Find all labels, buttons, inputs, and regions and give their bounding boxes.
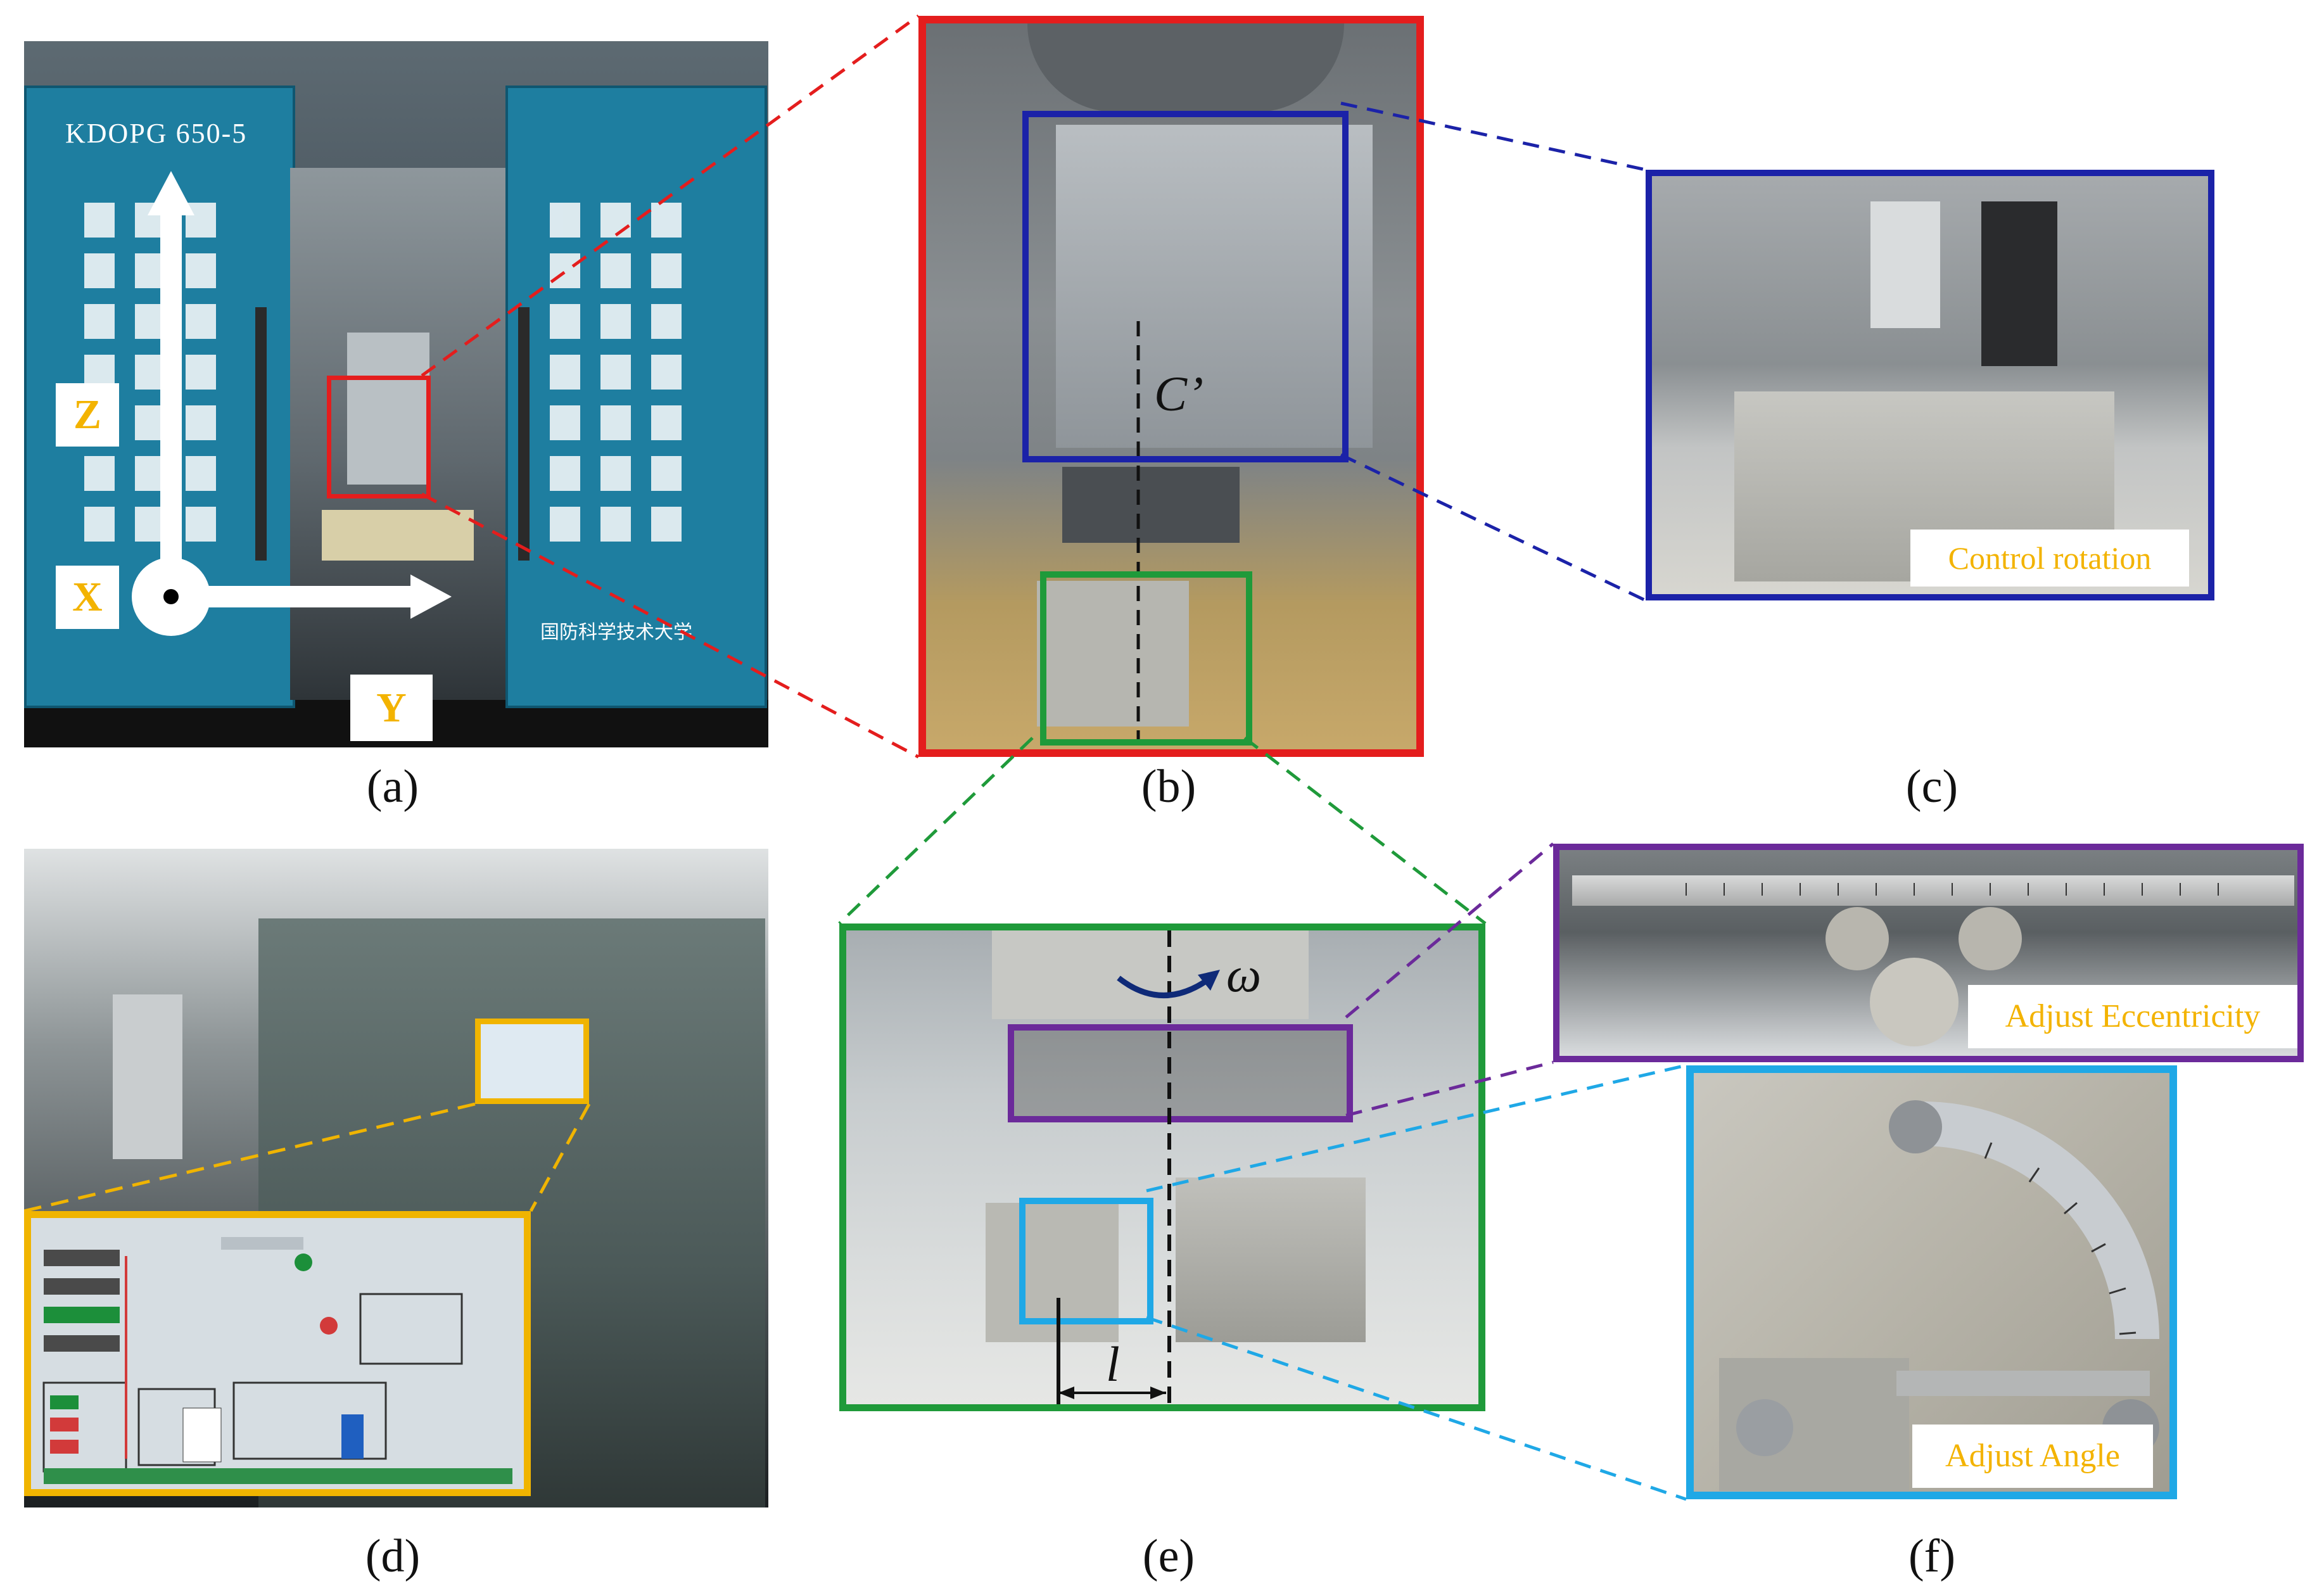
- omega-symbol: ω: [1226, 947, 1262, 1002]
- z-axis-arrowhead: [148, 171, 194, 215]
- caption-b: (b): [1141, 761, 1197, 813]
- adjust-angle-label: Adjust Angle: [1912, 1425, 2153, 1488]
- panel-f-angle-photo: Adjust Angle: [1686, 1065, 2177, 1499]
- bracket-cylinder: [1870, 201, 1940, 328]
- hmi-schematic: [31, 1218, 524, 1489]
- red-zoom-box: [327, 376, 431, 498]
- ac-unit: [113, 994, 182, 1159]
- touch-screen-box: [475, 1019, 589, 1104]
- green-zoom-box: [1040, 571, 1252, 746]
- e-annotations: [1057, 930, 1220, 1404]
- x-axis-label: X: [56, 566, 119, 629]
- machine-model-label: KDOPG 650-5: [65, 118, 248, 149]
- machine-spindle: [347, 333, 429, 485]
- panel-d-photo: [24, 849, 768, 1507]
- adjust-eccentricity-label: Adjust Eccentricity: [1968, 985, 2297, 1048]
- z-axis-shaft: [160, 200, 182, 605]
- cover-plate: [1056, 125, 1373, 448]
- control-rotation-label: Control rotation: [1910, 530, 2189, 587]
- rotary-base: [1062, 467, 1240, 543]
- scale-rail: [1572, 875, 2294, 906]
- caption-a: (a): [366, 761, 419, 813]
- y-axis-label: Y: [350, 675, 433, 741]
- y-axis-shaft: [171, 586, 424, 607]
- y-axis-arrowhead: [410, 574, 452, 619]
- protractor: [1736, 1100, 2159, 1456]
- caption-d: (d): [365, 1530, 421, 1582]
- scale-ticks: [1686, 883, 2219, 1046]
- panel-c-photo: Control rotation: [1646, 170, 2214, 600]
- caption-f: (f): [1908, 1530, 1955, 1582]
- screen-inset: [24, 1211, 531, 1496]
- motor-block: [1981, 201, 2057, 366]
- holder-block: [1176, 1177, 1366, 1342]
- spindle-housing: [1027, 23, 1344, 112]
- b-centerline: [1136, 321, 1140, 749]
- panel-b-photo: C’: [918, 16, 1424, 757]
- screen-zoom-lines: [24, 1102, 591, 1213]
- spindle-top: [992, 930, 1309, 1019]
- c-prime-axis-label: C’: [1154, 366, 1203, 421]
- caption-e: (e): [1142, 1530, 1195, 1582]
- panel-e-photo: ω l: [839, 923, 1485, 1411]
- x-axis-dot: [163, 589, 179, 604]
- cyan-zoom-box: [1019, 1198, 1153, 1324]
- eccentricity-symbol: l: [1106, 1336, 1120, 1392]
- panel-a-photo: KDOPG 650-5 国防科学技术大学 Z X Y: [24, 41, 768, 747]
- z-axis-label: Z: [56, 383, 119, 447]
- caption-c: (c): [1905, 761, 1959, 813]
- sample-holder: [1037, 581, 1189, 727]
- panel-f-eccentricity-photo: Adjust Eccentricity: [1553, 844, 2304, 1062]
- blue-zoom-box: [1022, 111, 1349, 462]
